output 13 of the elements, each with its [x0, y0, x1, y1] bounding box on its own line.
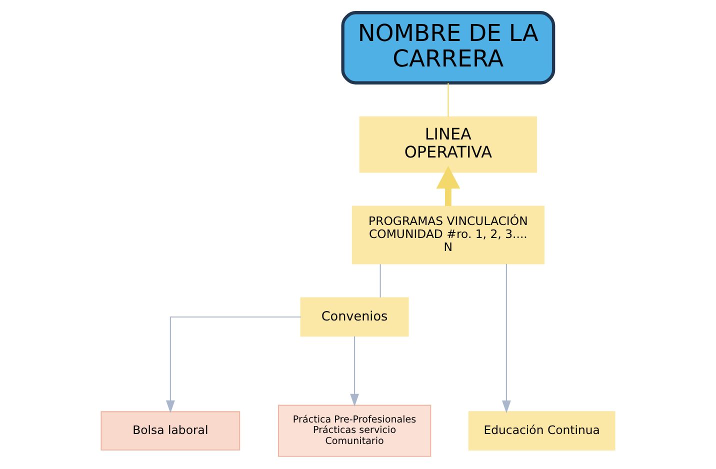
arrow	[502, 264, 511, 414]
node-box: Bolsa laboral	[100, 411, 240, 451]
arrow	[350, 336, 360, 407]
node-box: Convenios	[300, 297, 409, 337]
arrow	[166, 316, 301, 414]
node-box: LINEA OPERATIVA	[359, 116, 538, 173]
connector	[448, 82, 449, 117]
connector	[380, 264, 381, 298]
node-box: NOMBRE DE LA CARRERA	[341, 11, 556, 84]
arrow	[436, 166, 460, 206]
node-box: Educación Continua	[468, 411, 616, 451]
node-box: Práctica Pre-Profesionales Prácticas servicio Comunitario	[278, 404, 432, 457]
node-box: PROGRAMAS VINCULACIÓN COMUNIDAD #ro. 1, 2, 3.... N	[352, 206, 544, 264]
